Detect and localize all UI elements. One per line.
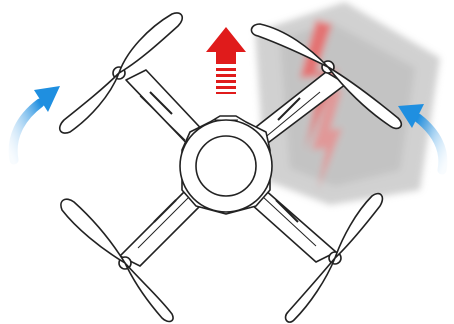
up-arrow-icon bbox=[206, 27, 246, 94]
drone-body bbox=[180, 116, 272, 214]
curved-arrow-icon bbox=[13, 86, 60, 160]
propeller-rear-left bbox=[61, 199, 173, 321]
